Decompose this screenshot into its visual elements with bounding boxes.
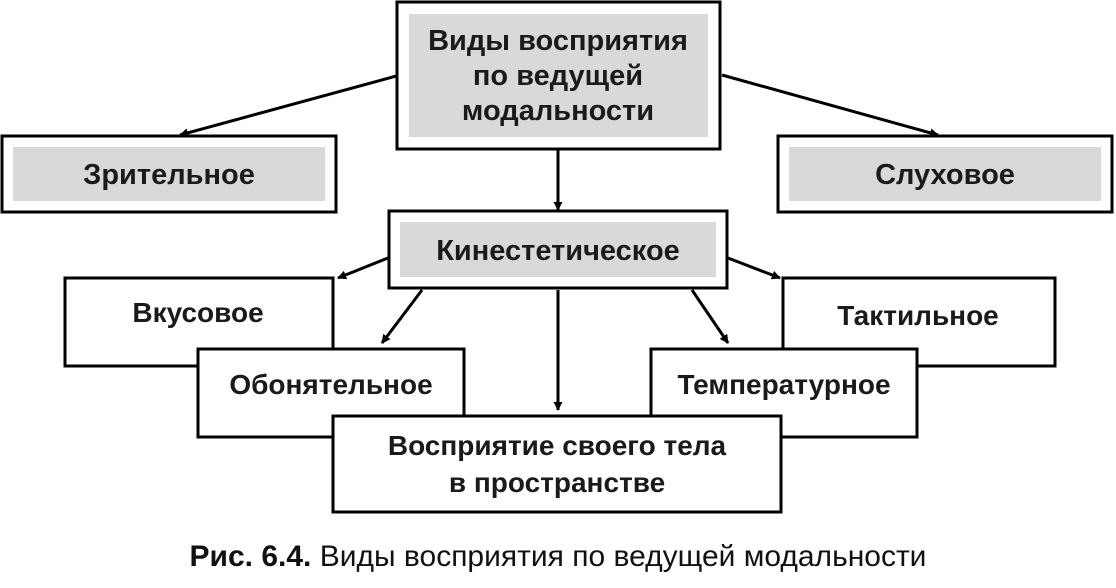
body-node-line2: в пространстве	[449, 467, 665, 498]
root-node-line2: по ведущей	[473, 60, 643, 92]
root-node: Виды восприятия по ведущей модальности	[395, 0, 722, 151]
root-node-fill	[409, 14, 708, 137]
arrow-kinesthetic-to-taste	[337, 256, 389, 280]
auditory-node-label: Слуховое	[875, 159, 1015, 191]
auditory-node-fill	[789, 147, 1101, 201]
arrow-kinesthetic-to-smell	[380, 289, 424, 344]
visual-node-label: Зрительное	[83, 159, 255, 191]
visual-node: Зрительное	[0, 134, 338, 214]
root-node-line1: Виды восприятия	[428, 25, 688, 57]
figure-caption-label: Рис. 6.4.	[189, 540, 312, 573]
temperature-node: Температурное	[649, 347, 919, 439]
smell-node-label: Обонятельное	[229, 369, 432, 400]
body-node-line1: Восприятие своего тела	[388, 430, 727, 461]
root-node-line3: модальности	[462, 95, 654, 127]
figure-caption-text: Виды восприятия по ведущей модальности	[319, 540, 927, 573]
arrow-kinesthetic-to-temperature	[690, 289, 730, 344]
visual-node-fill	[13, 147, 325, 201]
body-node: Восприятие своего тела в пространстве	[331, 414, 783, 514]
arrow-root-to-visual	[179, 73, 401, 138]
body-node-frame	[331, 414, 783, 514]
auditory-node: Слуховое	[776, 134, 1114, 214]
tactile-node-label: Тактильное	[837, 300, 999, 331]
connectors	[179, 73, 939, 411]
kinesthetic-node-fill	[400, 222, 716, 277]
temperature-node-label: Температурное	[677, 369, 890, 400]
arrow-root-to-auditory	[721, 73, 939, 138]
kinesthetic-node-label: Кинестетическое	[436, 235, 680, 267]
kinesthetic-node: Кинестетическое	[387, 209, 729, 290]
taste-node-label: Вкусовое	[132, 297, 263, 328]
arrow-kinesthetic-to-tactile	[727, 256, 781, 280]
figure-caption: Рис. 6.4. Виды восприятия по ведущей мод…	[0, 540, 1116, 574]
